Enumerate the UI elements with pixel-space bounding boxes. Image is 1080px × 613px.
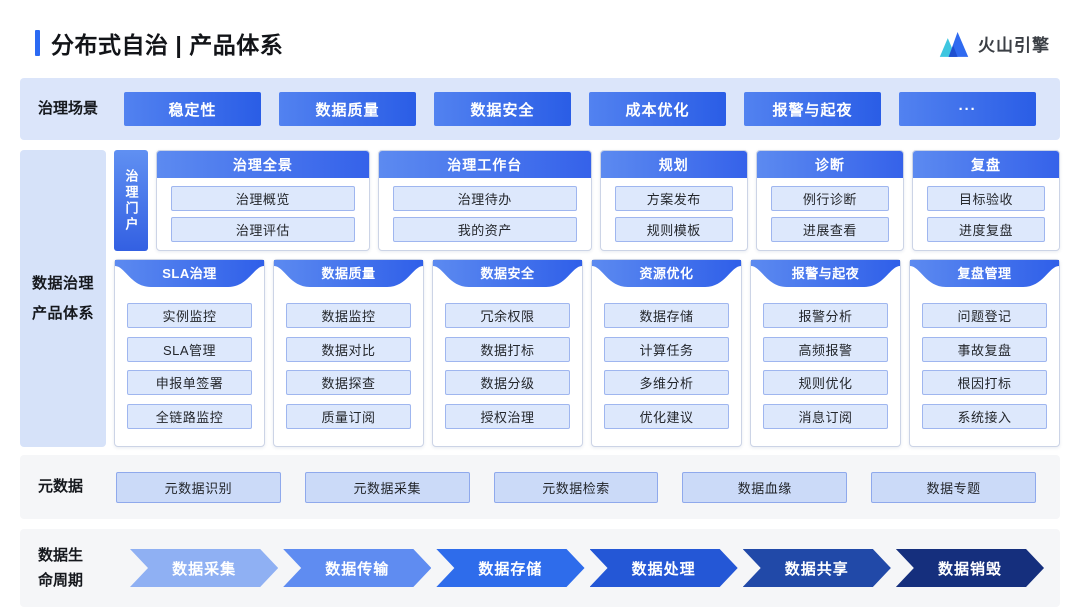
chip-plan-publish[interactable]: 方案发布 [614, 186, 733, 211]
lifecycle-stage-storage: 数据存储 [436, 549, 584, 587]
scenario-button-security[interactable]: 数据安全 [434, 92, 571, 126]
title-accent-bar [35, 30, 40, 56]
module-card-data-quality: 数据质量 数据监控 数据对比 数据探查 质量订阅 [273, 259, 424, 447]
chip-data-classification[interactable]: 数据分级 [445, 370, 570, 396]
chip-governance-overview[interactable]: 治理概览 [171, 186, 355, 211]
card-planning: 规划 方案发布 规则模板 [599, 150, 748, 251]
meta-button-identify[interactable]: 元数据识别 [116, 471, 281, 503]
ribbon-header: 数据质量 [274, 260, 423, 290]
chip-data-monitor[interactable]: 数据监控 [286, 302, 411, 328]
ribbon-header: SLA治理 [115, 260, 264, 290]
governance-section: 数据治理 产品体系 治理门户 治理全景 治理概览 治理评估 治理工作台 治理待办… [20, 150, 1061, 447]
card-title: 治理全景 [157, 151, 369, 178]
lifecycle-stage-transfer: 数据传输 [283, 549, 431, 587]
scenario-button-quality[interactable]: 数据质量 [279, 92, 416, 126]
card-review: 复盘 目标验收 进度复盘 [911, 150, 1061, 251]
chip-my-assets[interactable]: 我的资产 [392, 217, 577, 242]
ribbon-header: 数据安全 [433, 260, 582, 290]
chip-declaration-sign[interactable]: 申报单签署 [127, 370, 252, 396]
metadata-band: 元数据 元数据识别 元数据采集 元数据检索 数据血缘 数据专题 [20, 455, 1060, 519]
lifecycle-stage-share: 数据共享 [743, 549, 891, 587]
chip-optimization-advice[interactable]: 优化建议 [604, 404, 729, 430]
chip-goal-acceptance[interactable]: 目标验收 [926, 186, 1046, 211]
governance-section-label: 数据治理 产品体系 [20, 150, 106, 447]
scenario-button-stability[interactable]: 稳定性 [124, 92, 261, 126]
ribbon-banner-shape [592, 260, 741, 287]
chip-frequent-alert[interactable]: 高频报警 [763, 336, 888, 362]
chip-full-link-monitor[interactable]: 全链路监控 [127, 404, 252, 430]
meta-button-collect[interactable]: 元数据采集 [304, 471, 470, 503]
chip-data-profiling[interactable]: 数据探查 [286, 370, 411, 396]
chip-incident-review[interactable]: 事故复盘 [922, 336, 1047, 362]
volcano-mountain-icon [939, 31, 969, 57]
chip-data-tagging[interactable]: 数据打标 [445, 336, 570, 362]
scenario-button-list: 稳定性 数据质量 数据安全 成本优化 报警与起夜 ··· [112, 92, 1060, 126]
chip-message-subscribe[interactable]: 消息订阅 [763, 404, 888, 430]
chip-data-compare[interactable]: 数据对比 [286, 336, 411, 362]
chip-rule-template[interactable]: 规则模板 [614, 217, 733, 242]
module-card-sla: SLA治理 实例监控 SLA管理 申报单签署 全链路监控 [114, 259, 265, 447]
chip-governance-evaluation[interactable]: 治理评估 [171, 217, 355, 242]
chip-compute-task[interactable]: 计算任务 [604, 336, 729, 362]
lifecycle-band: 数据生 命周期 数据采集 数据传输 数据存储 数据处理 数据共享 数据销毁 [20, 529, 1060, 607]
page-title: 分布式自治 | 产品体系 [51, 32, 284, 58]
meta-button-search[interactable]: 元数据检索 [493, 471, 659, 503]
card-governance-workbench: 治理工作台 治理待办 我的资产 [377, 150, 592, 251]
ribbon-header: 复盘管理 [910, 260, 1059, 290]
chip-progress-view[interactable]: 进展查看 [770, 217, 889, 242]
module-card-alerting: 报警与起夜 报警分析 高频报警 规则优化 消息订阅 [750, 259, 901, 447]
scenario-button-more[interactable]: ··· [899, 92, 1036, 126]
card-title: 诊断 [756, 151, 903, 178]
card-title: 复盘 [912, 151, 1060, 178]
chip-instance-monitor[interactable]: 实例监控 [127, 302, 252, 328]
chip-redundant-permission[interactable]: 冗余权限 [445, 302, 570, 328]
chip-data-storage[interactable]: 数据存储 [604, 302, 729, 328]
chip-alert-analysis[interactable]: 报警分析 [763, 302, 888, 328]
meta-button-lineage[interactable]: 数据血缘 [682, 471, 848, 503]
scenario-band: 治理场景 稳定性 数据质量 数据安全 成本优化 报警与起夜 ··· [20, 78, 1060, 140]
card-title: 规划 [600, 151, 747, 178]
card-diagnosis: 诊断 例行诊断 进展查看 [755, 150, 904, 251]
brand-logo: 火山引擎 [938, 30, 1050, 57]
portal-vertical-tab[interactable]: 治理门户 [114, 150, 148, 251]
chip-progress-review[interactable]: 进度复盘 [926, 217, 1046, 242]
lifecycle-band-label: 数据生 命周期 [38, 546, 84, 590]
chip-issue-registration[interactable]: 问题登记 [922, 302, 1047, 328]
ribbon-banner-shape [910, 260, 1059, 287]
page-header: 分布式自治 | 产品体系 火山引擎 [0, 0, 1080, 62]
lifecycle-flow: 数据采集 数据传输 数据存储 数据处理 数据共享 数据销毁 [112, 549, 1060, 587]
chip-rule-optimization[interactable]: 规则优化 [763, 370, 888, 396]
chip-multidim-analysis[interactable]: 多维分析 [604, 370, 729, 396]
module-card-review-management: 复盘管理 问题登记 事故复盘 根因打标 系统接入 [909, 259, 1060, 447]
chip-system-access[interactable]: 系统接入 [922, 404, 1047, 430]
card-title: 治理工作台 [378, 151, 591, 178]
scenario-button-cost[interactable]: 成本优化 [589, 92, 726, 126]
scenario-button-alert[interactable]: 报警与起夜 [744, 92, 881, 126]
chip-sla-management[interactable]: SLA管理 [127, 336, 252, 362]
ribbon-header: 报警与起夜 [751, 260, 900, 290]
chip-governance-todo[interactable]: 治理待办 [392, 186, 577, 211]
chip-authorization-governance[interactable]: 授权治理 [445, 404, 570, 430]
scenario-band-label: 治理场景 [38, 100, 99, 118]
ribbon-header: 资源优化 [592, 260, 741, 290]
ribbon-banner-shape [433, 260, 582, 287]
card-governance-panorama: 治理全景 治理概览 治理评估 [156, 150, 370, 251]
chip-quality-subscribe[interactable]: 质量订阅 [286, 404, 411, 430]
ribbon-banner-shape [274, 260, 423, 287]
ribbon-banner-shape [115, 260, 264, 287]
brand-logo-text: 火山引擎 [978, 35, 1050, 55]
module-card-data-security: 数据安全 冗余权限 数据打标 数据分级 授权治理 [432, 259, 583, 447]
chip-routine-diagnosis[interactable]: 例行诊断 [770, 186, 889, 211]
lifecycle-stage-collect: 数据采集 [130, 549, 278, 587]
meta-button-topic[interactable]: 数据专题 [871, 471, 1036, 503]
chip-root-cause-tagging[interactable]: 根因打标 [922, 370, 1047, 396]
ribbon-banner-shape [751, 260, 900, 287]
module-card-resource-optimization: 资源优化 数据存储 计算任务 多维分析 优化建议 [591, 259, 742, 447]
lifecycle-stage-destroy: 数据销毁 [896, 549, 1044, 587]
metadata-button-list: 元数据识别 元数据采集 元数据检索 数据血缘 数据专题 [112, 471, 1060, 503]
lifecycle-stage-process: 数据处理 [590, 549, 738, 587]
metadata-band-label: 元数据 [38, 478, 84, 496]
